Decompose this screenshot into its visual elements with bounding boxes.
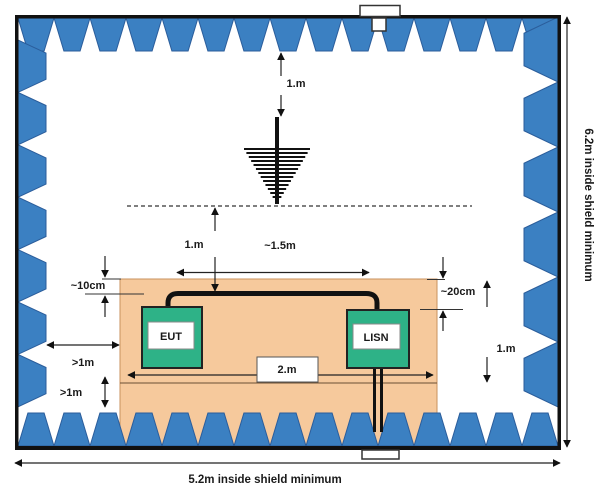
label-lisn: LISN (363, 332, 388, 344)
absorber-cones-left (17, 39, 47, 408)
antenna-icon (244, 117, 310, 204)
bottom-feedthrough-panel (361, 449, 400, 460)
shield-wall-top (15, 15, 561, 19)
top-feedthrough-inner (371, 17, 387, 32)
absorber-cones-right (523, 16, 559, 408)
lisn-label-box (352, 323, 401, 350)
label-floor-clearance: >1m (60, 387, 83, 399)
eut-lisn-cable (165, 291, 380, 311)
label-eut: EUT (160, 331, 182, 343)
shield-wall-bottom (15, 446, 561, 450)
label-table-span: 2.m (278, 364, 297, 376)
label-antenna-horizontal: ~1.5m (264, 240, 296, 252)
label-right-total: 6.2m inside shield minimum (582, 128, 594, 281)
eut-label-box (147, 321, 195, 350)
shield-wall-left (15, 15, 19, 450)
label-antenna-top-clearance: 1.m (287, 78, 306, 90)
label-bottom-total: 5.2m inside shield minimum (188, 474, 341, 486)
absorber-cones-bottom (17, 412, 559, 447)
absorber-cones-top (17, 17, 559, 52)
table-span-label-box (256, 356, 319, 383)
shield-wall-right (557, 15, 561, 450)
label-lisn-edge-offset: ~20cm (441, 286, 476, 298)
label-cable-edge-offset: ~10cm (71, 280, 106, 292)
label-table-height: 1.m (497, 343, 516, 355)
label-side-wall-clearance: >1m (72, 357, 95, 369)
label-antenna-to-table: 1.m (185, 239, 204, 251)
top-feedthrough-panel (359, 4, 401, 18)
